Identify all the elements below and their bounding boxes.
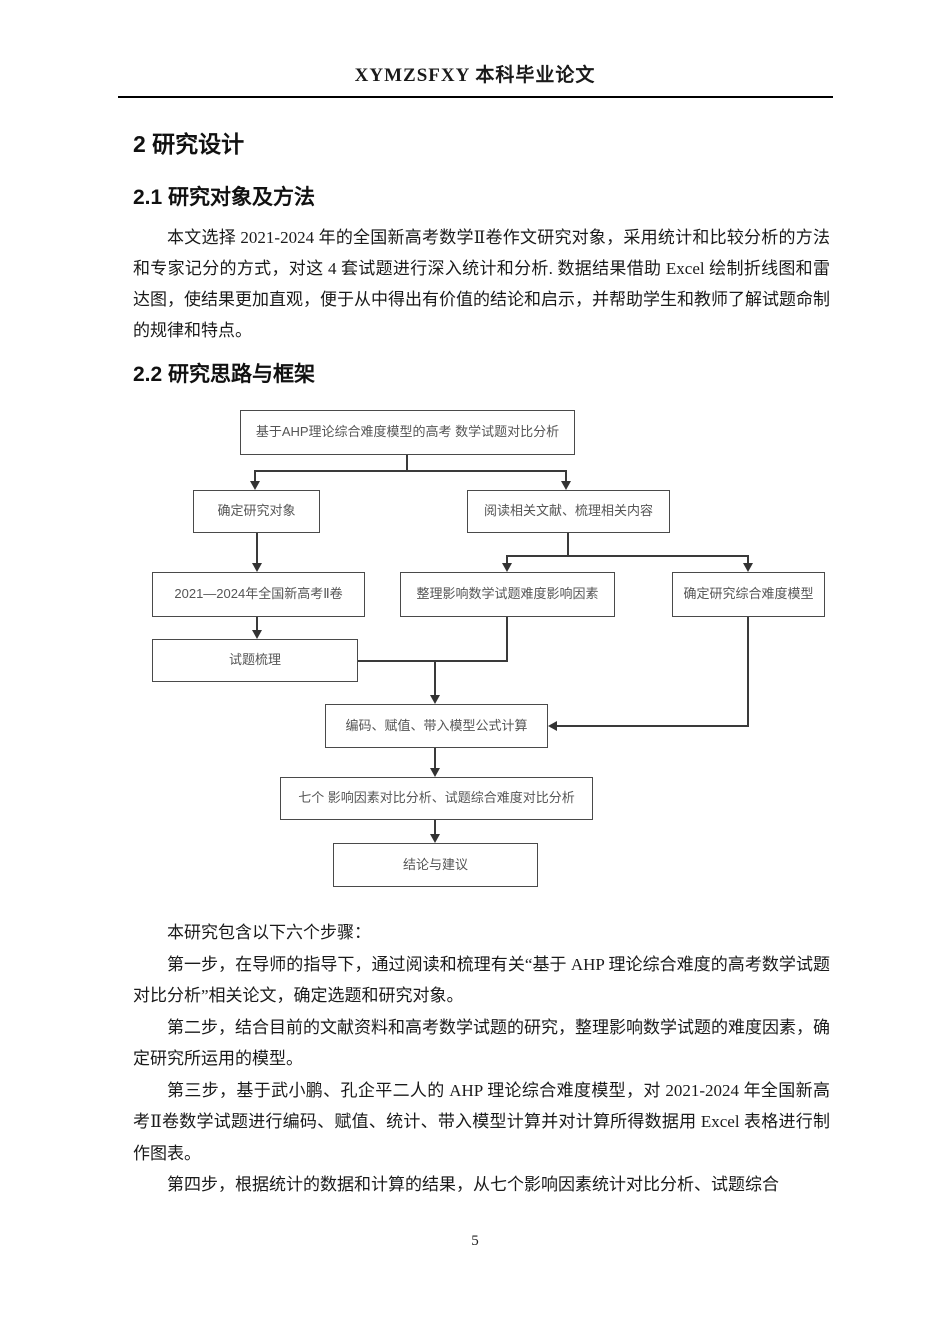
paragraph-research-method: 本文选择 2021-2024 年的全国新高考数学Ⅱ卷作文研究对象，采用统计和比较… (133, 222, 830, 346)
arrow-left-icon (548, 721, 557, 731)
connector-line (434, 748, 436, 769)
connector-line (254, 470, 256, 482)
step-2: 第二步，结合目前的文献资料和高考数学试题的研究，整理影响数学试题的难度因素，确定… (133, 1017, 830, 1069)
section-heading: 2 研究设计 (133, 131, 245, 157)
page-header-title: XYMZSFXY 本科毕业论文 (354, 65, 596, 86)
flowchart-node-determine-object: 确定研究对象 (193, 490, 320, 533)
connector-line (556, 725, 749, 727)
header-rule (118, 96, 833, 98)
connector-line (506, 555, 749, 557)
connector-line (565, 470, 567, 482)
arrow-down-icon (430, 695, 440, 704)
connector-line (358, 660, 508, 662)
flowchart-node-topic: 基于AHP理论综合难度模型的高考 数学试题对比分析 (240, 410, 575, 455)
connector-line (434, 820, 436, 835)
steps-intro: 本研究包含以下六个步骤： (167, 923, 371, 942)
step-3: 第三步，基于武小鹏、孔企平二人的 AHP 理论综合难度模型，对 2021-202… (133, 1080, 830, 1163)
subsection-heading-2-1: 2.1 研究对象及方法 (133, 186, 316, 209)
connector-line (747, 555, 749, 564)
arrow-down-icon (561, 481, 571, 490)
connector-line (506, 555, 508, 564)
arrow-down-icon (743, 563, 753, 572)
arrow-down-icon (252, 630, 262, 639)
flowchart-node-difficulty-factors: 整理影响数学试题难度影响因素 (400, 572, 615, 617)
page-number: 5 (471, 1233, 479, 1249)
flowchart-node-difficulty-model: 确定研究综合难度模型 (672, 572, 825, 617)
step-4: 第四步，根据统计的数据和计算的结果，从七个影响因素统计对比分析、试题综合 (167, 1175, 779, 1194)
connector-line (255, 470, 567, 472)
connector-line (567, 533, 569, 557)
step-1: 第一步，在导师的指导下，通过阅读和梳理有关“基于 AHP 理论综合难度的高考数学… (133, 954, 830, 1006)
flowchart-node-conclusion: 结论与建议 (333, 843, 538, 887)
connector-line (434, 660, 436, 696)
arrow-down-icon (430, 768, 440, 777)
research-framework-flowchart: 基于AHP理论综合难度模型的高考 数学试题对比分析 确定研究对象 阅读相关文献、… (0, 400, 950, 910)
arrow-down-icon (252, 563, 262, 572)
flowchart-node-exam-papers: 2021—2024年全国新高考Ⅱ卷 (152, 572, 365, 617)
flowchart-node-comparative-analysis: 七个 影响因素对比分析、试题综合难度对比分析 (280, 777, 593, 820)
flowchart-node-sort-questions: 试题梳理 (152, 639, 358, 682)
subsection-heading-2-2: 2.2 研究思路与框架 (133, 363, 316, 386)
arrow-down-icon (502, 563, 512, 572)
arrow-down-icon (250, 481, 260, 490)
connector-line (256, 617, 258, 631)
arrow-down-icon (430, 834, 440, 843)
connector-line (406, 455, 408, 471)
connector-line (747, 617, 749, 727)
flowchart-node-encode-calculate: 编码、赋值、带入模型公式计算 (325, 704, 548, 748)
steps-section: 本研究包含以下六个步骤： 第一步，在导师的指导下，通过阅读和梳理有关“基于 AH… (133, 917, 830, 1201)
connector-line (256, 533, 258, 563)
paragraph-text: 本文选择 2021-2024 年的全国新高考数学Ⅱ卷作文研究对象，采用统计和比较… (133, 228, 830, 340)
connector-line (506, 617, 508, 662)
flowchart-node-read-literature: 阅读相关文献、梳理相关内容 (467, 490, 670, 533)
